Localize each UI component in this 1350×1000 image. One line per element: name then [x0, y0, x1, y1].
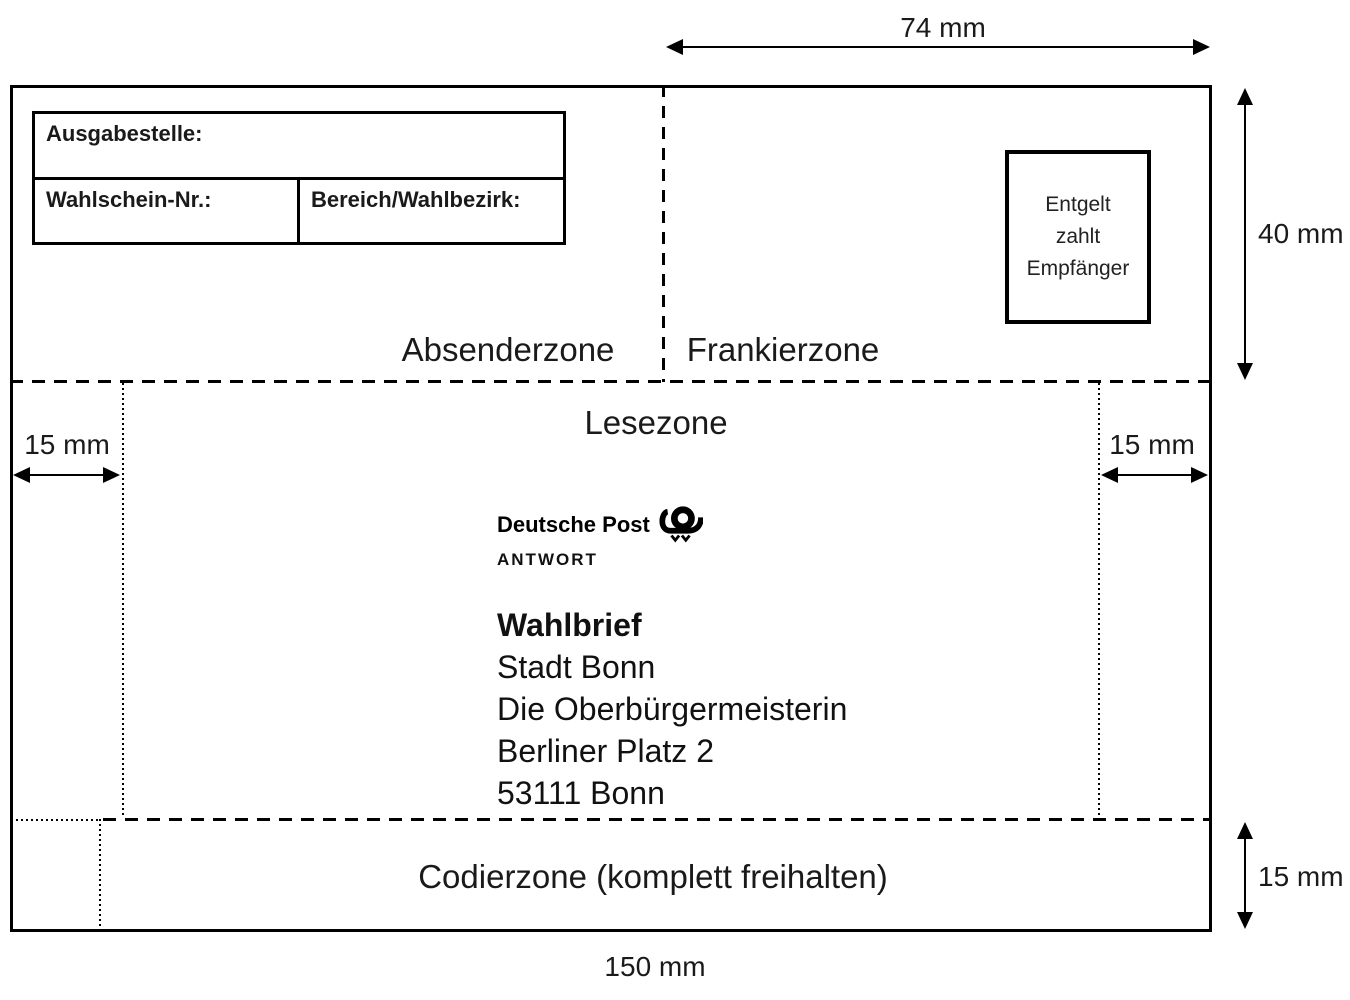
- logo-brand-text: Deutsche Post: [497, 512, 650, 537]
- arrow-left-icon: [1101, 467, 1118, 483]
- address-line: Die Oberbürgermeisterin: [497, 691, 848, 727]
- sender-info-box: Ausgabestelle: Wahlschein-Nr.: Bereich/W…: [32, 111, 566, 245]
- zone-label-codierzone: Codierzone (komplett freihalten): [418, 858, 888, 895]
- postage-line-3: Empfänger: [1026, 257, 1130, 280]
- deutsche-post-logo: Deutsche Post: [497, 505, 703, 545]
- wahlschein-nr-field: Wahlschein-Nr.:: [35, 180, 300, 242]
- arrow-right-icon: [1191, 467, 1208, 483]
- sender-box-bottom-row: Wahlschein-Nr.: Bereich/Wahlbezirk:: [35, 180, 563, 242]
- zone-label-frankierzone: Frankierzone: [686, 331, 880, 368]
- wahlschein-nr-label: Wahlschein-Nr.:: [46, 187, 212, 212]
- postage-line-1: Entgelt: [1045, 193, 1111, 216]
- arrow-down-icon: [1237, 912, 1253, 929]
- arrow-left-icon: [666, 39, 683, 55]
- bereich-wahlbezirk-label: Bereich/Wahlbezirk:: [311, 187, 521, 212]
- address-line: Berliner Platz 2: [497, 733, 714, 769]
- address-line: 53111 Bonn: [497, 775, 665, 811]
- zone-label-absenderzone: Absenderzone: [401, 331, 615, 368]
- ausgabestelle-field: Ausgabestelle:: [35, 114, 563, 180]
- dimension-arrow-15mm-bottom: [1237, 822, 1253, 929]
- ausgabestelle-label: Ausgabestelle:: [46, 121, 203, 146]
- corner-dotted-horizontal: [11, 819, 99, 821]
- arrow-right-icon: [103, 467, 120, 483]
- logo-product-text: ANTWORT: [497, 550, 598, 569]
- dimension-arrow-40mm: [1237, 88, 1253, 380]
- arrow-left-icon: [13, 467, 30, 483]
- dimension-label-15mm-left: 15 mm: [24, 429, 110, 460]
- zone-label-lesezone: Lesezone: [584, 404, 728, 441]
- arrow-right-icon: [1193, 39, 1210, 55]
- dimension-arrow-15mm-left: [13, 467, 120, 483]
- arrow-up-icon: [1237, 822, 1253, 839]
- lesezone-boundary-dashed: [10, 380, 1209, 383]
- dimension-label-15mm-right: 15 mm: [1109, 429, 1195, 460]
- lesezone-margin-right-dotted: [1098, 383, 1100, 818]
- dimension-label-150mm: 150 mm: [604, 951, 706, 982]
- absender-frankier-divider-dashed: [662, 85, 665, 382]
- dimension-arrow-15mm-right: [1101, 467, 1208, 483]
- arrow-down-icon: [1237, 363, 1253, 380]
- lesezone-margin-left-dotted: [122, 383, 124, 818]
- address-line: Stadt Bonn: [497, 649, 656, 685]
- corner-dotted-vertical: [99, 819, 101, 929]
- address-title: Wahlbrief: [497, 607, 642, 643]
- arrow-up-icon: [1237, 88, 1253, 105]
- bereich-wahlbezirk-field: Bereich/Wahlbezirk:: [300, 180, 563, 242]
- dimension-arrow-74mm: [666, 39, 1210, 55]
- posthorn-icon: [659, 506, 703, 543]
- dimension-label-74mm: 74 mm: [900, 12, 986, 43]
- codierzone-boundary-dashed: [103, 818, 1209, 821]
- address-block: Wahlbrief Stadt Bonn Die Oberbürgermeist…: [497, 604, 847, 814]
- dimension-label-15mm-bottom: 15 mm: [1258, 861, 1344, 892]
- postage-paid-box: Entgelt zahlt Empfänger: [1005, 150, 1151, 324]
- envelope-outline: [10, 85, 1212, 932]
- dimension-label-40mm: 40 mm: [1258, 218, 1344, 249]
- postage-line-2: zahlt: [1055, 225, 1101, 248]
